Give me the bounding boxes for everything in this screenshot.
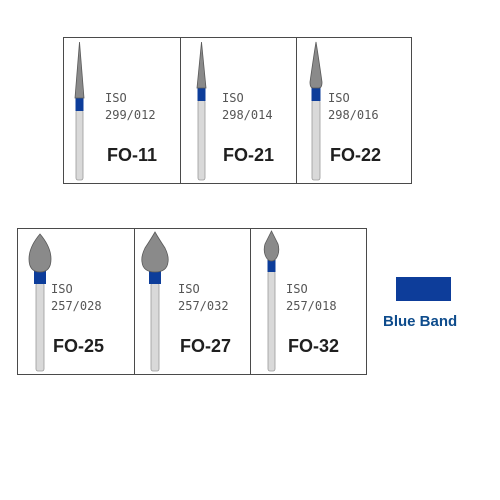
- iso-label: ISO: [51, 282, 73, 296]
- product-card-fo-21: ISO 298/014 FO-21: [180, 37, 297, 184]
- iso-size-label: 257/018: [286, 299, 337, 313]
- product-code: FO-25: [53, 336, 105, 356]
- product-code: FO-27: [180, 336, 232, 356]
- iso-label: ISO: [222, 91, 244, 105]
- iso-size-label: 298/016: [328, 108, 379, 122]
- bur-needle-long-icon: [74, 41, 85, 181]
- bur-needle-icon: [196, 41, 207, 181]
- iso-size-label: 257/028: [51, 299, 102, 313]
- product-card-fo-27: ISO 257/032 FO-27: [134, 228, 251, 375]
- iso-label: ISO: [328, 91, 350, 105]
- bur-flame-small-icon: [263, 230, 280, 372]
- iso-label: ISO: [178, 282, 200, 296]
- iso-size-label: 298/014: [222, 108, 273, 122]
- product-code: FO-21: [223, 145, 275, 165]
- product-code: FO-32: [288, 336, 340, 356]
- product-card-fo-25: ISO 257/028 FO-25: [17, 228, 135, 375]
- product-card-fo-32: ISO 257/018 FO-32: [250, 228, 367, 375]
- bur-pear-icon: [28, 233, 52, 372]
- product-code: FO-11: [107, 145, 158, 165]
- iso-size-label: 299/012: [105, 108, 156, 122]
- legend-label: Blue Band: [383, 313, 458, 330]
- bur-flame-icon: [309, 41, 323, 181]
- product-card-fo-11: ISO 299/012 FO-11: [63, 37, 181, 184]
- iso-label: ISO: [105, 91, 127, 105]
- iso-label: ISO: [286, 282, 308, 296]
- blue-band-swatch: [396, 277, 451, 301]
- bur-flame-large-icon: [141, 231, 169, 372]
- product-code: FO-22: [330, 145, 382, 165]
- iso-size-label: 257/032: [178, 299, 229, 313]
- product-card-fo-22: ISO 298/016 FO-22: [296, 37, 412, 184]
